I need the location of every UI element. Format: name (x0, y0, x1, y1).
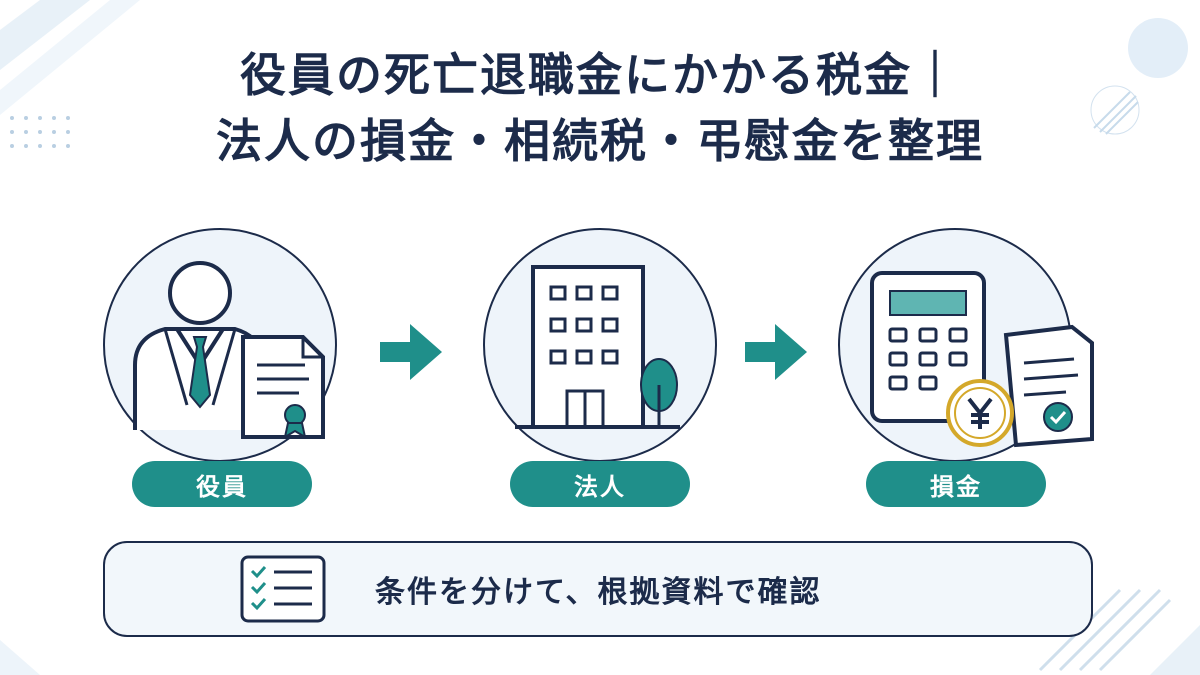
decorative-circle-top-right (1090, 18, 1188, 135)
arrow-right-icon (380, 324, 442, 380)
confirmation-note-box: 条件を分けて、根拠資料で確認 (103, 541, 1093, 637)
checklist-icon (240, 555, 326, 623)
title-line-2: 法人の損金・相続税・弔慰金を整理 (216, 114, 984, 168)
office-building-icon (483, 228, 717, 462)
step-label-corporation: 法人 (510, 461, 690, 507)
executive-person-icon (103, 228, 337, 462)
decorative-stripes-bottom-right (1038, 588, 1200, 675)
page-title: 役員の死亡退職金にかかる税金｜ 法人の損金・相続税・弔慰金を整理 (0, 42, 1200, 174)
step-label-executive: 役員 (132, 461, 312, 507)
decorative-stripes-top-left (0, 0, 140, 148)
title-line-1: 役員の死亡退職金にかかる税金｜ (240, 48, 960, 102)
calculator-yen-icon (838, 228, 1094, 462)
note-text: 条件を分けて、根拠資料で確認 (375, 575, 822, 610)
decorative-stripes-bottom-left (0, 640, 40, 675)
step-label-deductible-expense: 損金 (866, 461, 1046, 507)
arrow-right-icon (745, 324, 807, 380)
